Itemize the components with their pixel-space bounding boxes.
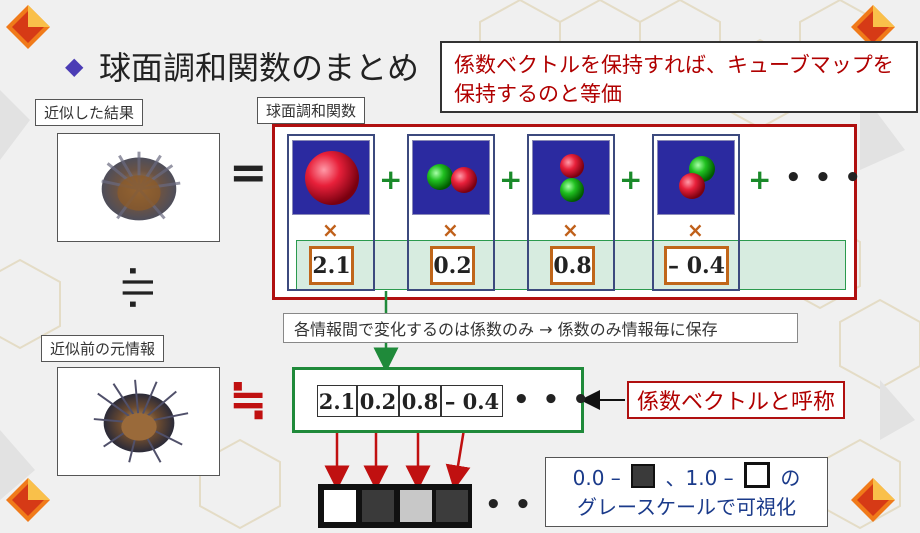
- legend-line-1: 0.0 – 、1.0 – の: [554, 462, 819, 493]
- grayscale-strip: [318, 484, 472, 528]
- coefficient-vector-label: 係数ベクトルと呼称: [627, 381, 845, 419]
- coefficient-1: 2.1: [309, 246, 354, 285]
- sh-lobes-vertical-icon: [560, 154, 584, 202]
- plus-sign-3: +: [619, 163, 643, 196]
- sh-basis-tile-2: [412, 140, 490, 215]
- white-swatch-icon: [744, 462, 771, 488]
- black-swatch-icon: [631, 464, 656, 488]
- coefficient-note: 各情報間で変化するのは係数のみ → 係数のみ情報毎に保存: [283, 313, 798, 343]
- ellipsis-dots-vector: • • •: [513, 385, 591, 415]
- coefficient-2: 0.2: [430, 246, 475, 285]
- original-label: 近似前の元情報: [41, 335, 165, 362]
- sh-column-1: [287, 134, 375, 291]
- vector-cell-4: – 0.4: [441, 385, 503, 417]
- approx-equals-sign: ≒: [229, 372, 268, 426]
- vector-cell-1: 2.1: [317, 385, 357, 417]
- sea-urchin-blurred-icon: [101, 151, 181, 221]
- equivalence-symbol: .||.: [121, 265, 157, 310]
- gray-cell-1: [323, 489, 357, 523]
- sh-basis-tile-1: [292, 140, 370, 215]
- ellipsis-dots-top: • • •: [785, 163, 863, 193]
- legend-no-text: の: [780, 466, 801, 490]
- gray-cell-4: [435, 489, 469, 523]
- sh-lobes-diagonal-icon: [679, 156, 715, 199]
- corner-emblem-top-right: [851, 5, 895, 49]
- plus-sign-1: +: [379, 163, 403, 196]
- callout-box: 係数ベクトルを保持すれば、キューブマップを 保持するのと等価: [440, 41, 918, 113]
- corner-emblem-bottom-right: [851, 478, 895, 522]
- times-sign-2: ×: [442, 218, 459, 242]
- original-image: [57, 367, 220, 476]
- callout-line-2: 保持するのと等価: [454, 82, 622, 106]
- corner-emblem-top-left: [6, 5, 50, 49]
- sea-urchin-icon: [93, 379, 189, 463]
- approx-result-label: 近似した結果: [35, 99, 144, 126]
- title-text: 球面調和関数のまとめ: [99, 49, 420, 87]
- legend-one-text: 、1.0 –: [665, 466, 734, 490]
- legend-line-2: グレースケールで可視化: [577, 495, 796, 519]
- diamond-bullet-icon: ◆: [65, 52, 84, 80]
- gray-cell-2: [361, 489, 395, 523]
- sh-basis-tile-4: [657, 140, 735, 215]
- legend-zero-text: 0.0 –: [572, 466, 621, 490]
- times-sign-4: ×: [687, 218, 704, 242]
- slide-title: ◆ 球面調和関数のまとめ: [65, 44, 419, 88]
- gray-cell-3: [399, 489, 433, 523]
- callout-line-1: 係数ベクトルを保持すれば、キューブマップを: [454, 53, 894, 77]
- plus-sign-4: +: [748, 163, 772, 196]
- corner-emblem-bottom-left: [6, 478, 50, 522]
- vector-cell-3: 0.8: [399, 385, 441, 417]
- sh-lobes-horizontal-icon: [427, 164, 477, 193]
- sh-sphere-icon: [305, 151, 359, 205]
- sh-functions-label: 球面調和関数: [257, 97, 366, 124]
- vector-cell-2: 0.2: [357, 385, 399, 417]
- sh-basis-tile-3: [532, 140, 610, 215]
- sh-column-4: [652, 134, 740, 291]
- coefficient-4: – 0.4: [664, 246, 729, 285]
- sh-column-3: [527, 134, 615, 291]
- approx-result-image: [57, 133, 220, 242]
- grayscale-legend: 0.0 – 、1.0 – の グレースケールで可視化: [545, 457, 828, 527]
- sh-column-2: [407, 134, 495, 291]
- plus-sign-2: +: [499, 163, 523, 196]
- equals-sign: =: [229, 145, 268, 199]
- times-sign-3: ×: [562, 218, 579, 242]
- coefficient-3: 0.8: [550, 246, 595, 285]
- times-sign-1: ×: [322, 218, 339, 242]
